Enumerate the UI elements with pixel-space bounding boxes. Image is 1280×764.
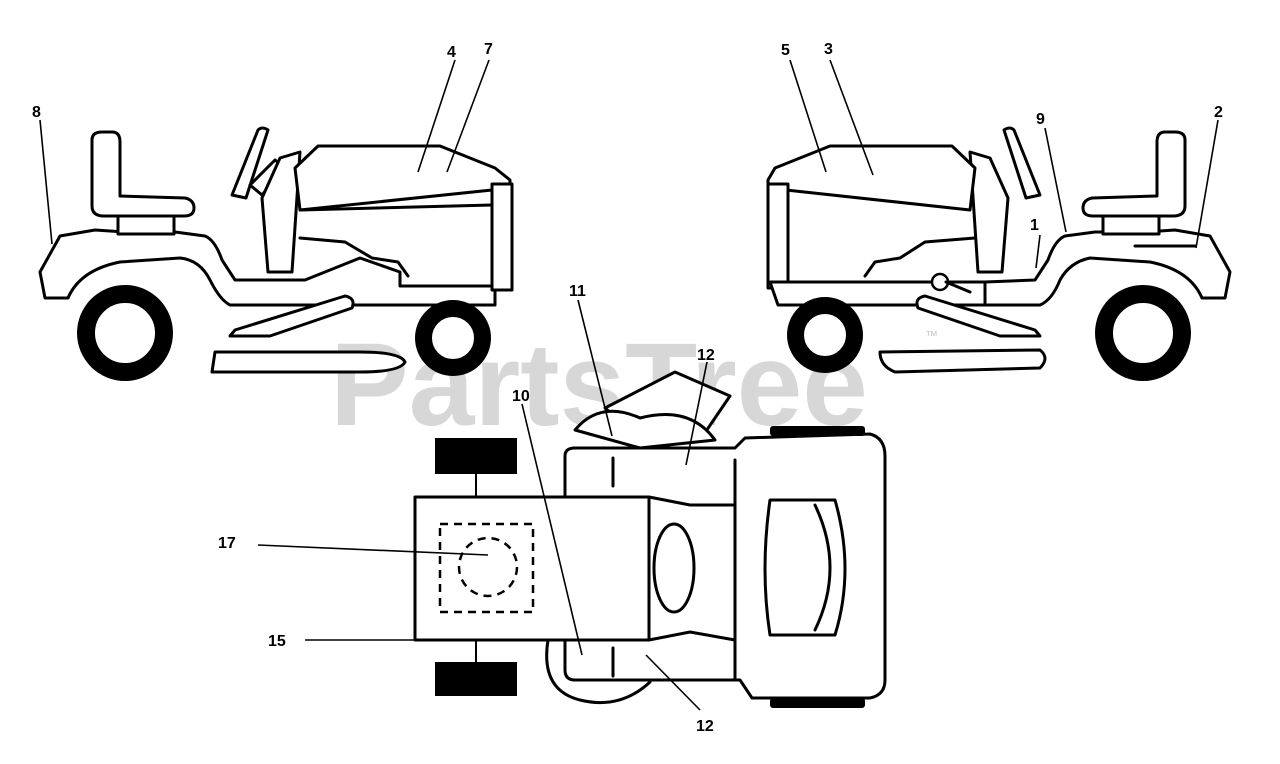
leader-5 <box>789 59 827 173</box>
footrest-right <box>915 294 1042 338</box>
callout-8: 8 <box>32 104 41 121</box>
lift-lever <box>944 280 972 294</box>
fuel-cap-outline <box>457 536 519 598</box>
rear-hub-right <box>1111 301 1175 365</box>
battery-compartment-outline <box>438 522 535 614</box>
top-view-tractor <box>413 370 887 708</box>
leader-1 <box>1035 234 1041 269</box>
seat-right <box>1081 130 1187 218</box>
callout-2: 2 <box>1214 104 1223 121</box>
callout-3: 3 <box>824 41 833 58</box>
leader-4 <box>417 59 456 173</box>
seat-left <box>90 130 196 218</box>
leader-17 <box>257 544 489 556</box>
front-bumper-top <box>770 426 865 436</box>
rear-wheel-top-lower <box>435 662 517 696</box>
engine-side-left <box>298 236 410 278</box>
watermark-trademark: ™ <box>925 328 938 343</box>
leader-11 <box>577 299 613 437</box>
callout-17: 17 <box>218 535 236 552</box>
deck-front-top <box>573 409 717 450</box>
callout-11: 11 <box>569 283 586 300</box>
rear-body-left <box>38 228 497 307</box>
rear-wheel-top-upper <box>435 438 517 474</box>
leader-lines <box>39 59 1219 711</box>
callout-7: 7 <box>484 41 493 58</box>
grille-right <box>766 182 790 290</box>
mower-deck-right <box>878 348 1047 374</box>
rear-body-right <box>983 228 1232 307</box>
footrest-left <box>228 294 355 338</box>
callout-15: 15 <box>268 633 286 650</box>
rear-fender-top-view <box>413 495 651 642</box>
callout-5: 5 <box>781 42 790 59</box>
leader-9 <box>1044 127 1067 233</box>
leader-10 <box>521 403 583 656</box>
dash-panel-left <box>260 150 302 274</box>
callout-1: 1 <box>1030 217 1039 234</box>
leader-8 <box>39 119 53 245</box>
hood-grille-top <box>763 498 847 637</box>
callout-labels: 8 4 7 5 3 9 1 2 11 12 10 17 15 12 <box>32 41 1223 735</box>
grille-left <box>490 182 514 292</box>
left-side-view-tractor <box>38 126 514 381</box>
steering-wheel-right <box>1002 126 1042 200</box>
steering-wheel-top <box>652 522 696 614</box>
leader-7 <box>446 59 490 173</box>
callout-4: 4 <box>447 44 456 61</box>
right-side-view-tractor <box>766 126 1232 381</box>
front-hub-left <box>430 315 476 361</box>
callout-12-upper: 12 <box>697 347 715 364</box>
mower-deck-left <box>210 350 407 374</box>
leader-12-lower <box>645 654 701 711</box>
hood-left <box>293 144 512 288</box>
callout-12-lower: 12 <box>696 718 714 735</box>
front-hub-right <box>802 312 848 358</box>
leader-12-upper <box>685 361 708 466</box>
leader-3 <box>829 59 874 176</box>
rear-hub-left <box>93 301 157 365</box>
seat-base-left <box>116 214 176 236</box>
hood-line-left <box>298 203 494 212</box>
leader-2 <box>1195 119 1219 249</box>
dash-panel-right <box>968 150 1010 274</box>
steering-wheel-left <box>230 126 270 200</box>
engine-side-right <box>863 236 977 278</box>
hood-curve-top <box>813 503 832 632</box>
seat-base-right <box>1101 214 1161 236</box>
callout-9: 9 <box>1036 111 1045 128</box>
front-bumper-bottom <box>770 698 865 708</box>
callout-10: 10 <box>512 388 530 405</box>
